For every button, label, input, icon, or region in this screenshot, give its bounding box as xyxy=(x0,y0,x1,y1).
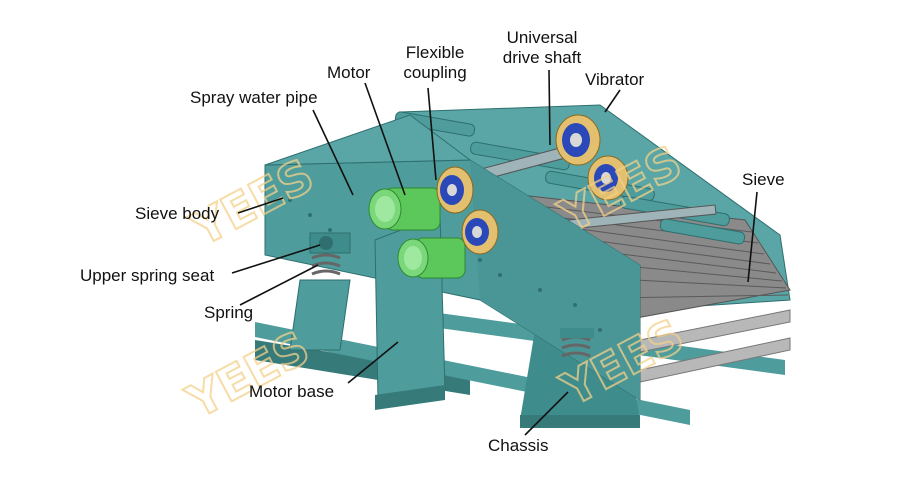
label-universal-drive-shaft-line1: Universal xyxy=(506,28,578,47)
label-vibrator: Vibrator xyxy=(585,70,645,89)
watermark-3: YEES xyxy=(177,320,317,429)
motors xyxy=(368,187,466,279)
flexible-couplings xyxy=(436,166,499,255)
label-upper-spring-seat: Upper spring seat xyxy=(80,266,215,285)
label-motor-base: Motor base xyxy=(249,382,335,401)
label-spray-water-pipe: Spray water pipe xyxy=(190,88,318,107)
label-flexible-coupling: Flexible coupling xyxy=(395,43,475,83)
left-spring-assembly xyxy=(289,232,351,351)
label-flexible-coupling-line1: Flexible xyxy=(405,43,465,62)
label-sieve-body: Sieve body xyxy=(135,204,220,223)
label-motor: Motor xyxy=(327,63,371,82)
front-side-plate xyxy=(264,114,641,401)
label-sieve: Sieve xyxy=(742,170,785,189)
vibrator-units xyxy=(555,114,629,201)
label-flexible-coupling-line2: coupling xyxy=(403,63,467,82)
leader-lines xyxy=(231,69,758,436)
label-universal-drive-shaft: Universal drive shaft xyxy=(492,28,592,68)
label-spring: Spring xyxy=(204,303,254,322)
label-universal-drive-shaft-line2: drive shaft xyxy=(502,48,582,67)
label-chassis: Chassis xyxy=(488,436,549,455)
right-spring-assembly xyxy=(560,328,594,358)
